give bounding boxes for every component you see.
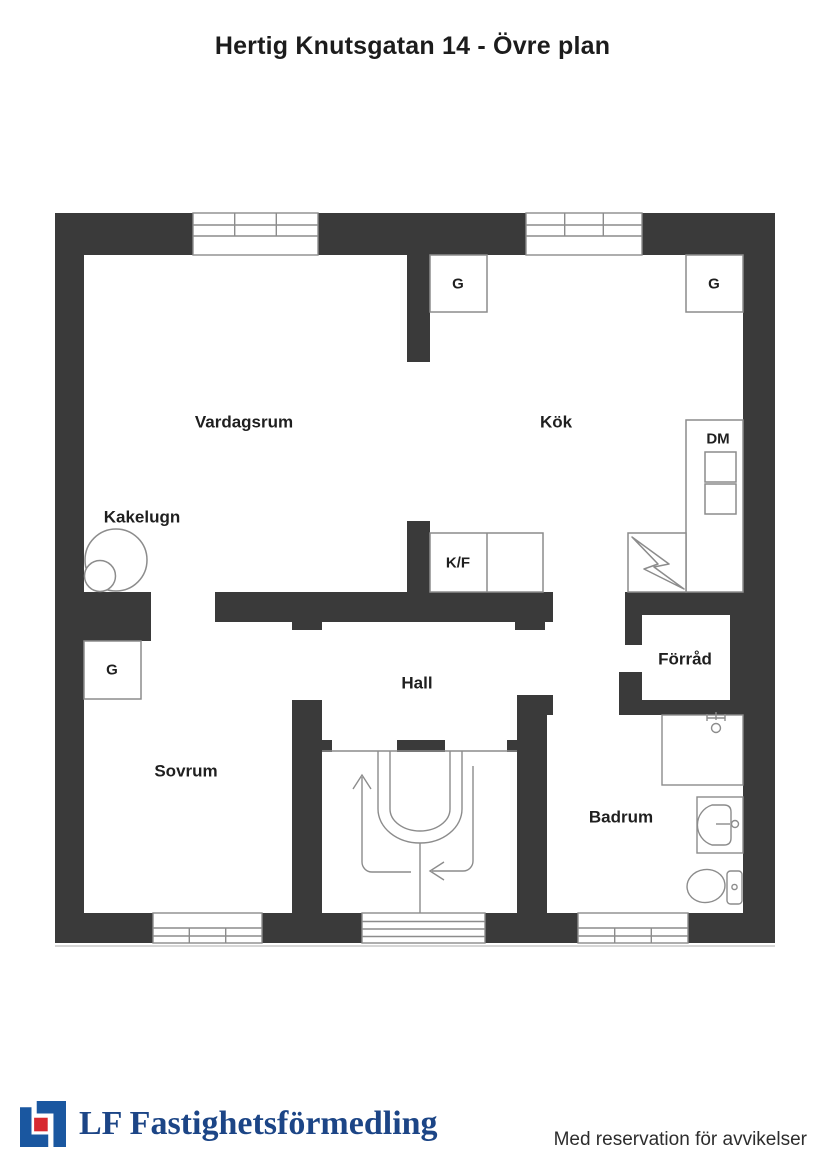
shower-area bbox=[661, 714, 744, 786]
page-title: Hertig Knutsgatan 14 - Övre plan bbox=[214, 32, 611, 60]
wall-stair-post-right bbox=[517, 695, 547, 913]
footer-brand: LF Fastighetsförmedling bbox=[20, 1100, 438, 1148]
stair-arrow-up bbox=[361, 777, 411, 873]
wall-stair-post-right-tab bbox=[507, 740, 517, 752]
stair-bottom-steps bbox=[361, 912, 486, 944]
window-livingroom-top bbox=[192, 212, 319, 256]
fixtures bbox=[83, 254, 744, 700]
wall-hall-north-jamb-right bbox=[515, 622, 545, 630]
label-wardrobe-livingroom: G bbox=[452, 276, 464, 293]
fridge-freezer-unit bbox=[429, 532, 544, 593]
wardrobe-kitchen bbox=[685, 254, 744, 313]
label-dishwasher: DM bbox=[706, 431, 729, 448]
sink-bowl-1 bbox=[704, 451, 737, 483]
wall-bottom-1 bbox=[55, 913, 153, 943]
wardrobe-bedroom bbox=[83, 640, 142, 700]
wall-livingroom-kitchen-lower bbox=[407, 521, 430, 592]
stair-rail-outer bbox=[377, 751, 463, 844]
staircase bbox=[322, 750, 517, 944]
window-bathroom-bottom bbox=[577, 912, 689, 944]
stove-icon bbox=[627, 532, 687, 593]
bathroom-fixtures bbox=[661, 712, 744, 905]
stair-arrow-turn bbox=[432, 766, 474, 872]
lf-logo-icon bbox=[20, 1101, 66, 1147]
wall-storage-west-upper bbox=[625, 615, 642, 645]
room-labels: Vardagsrum Kök Kakelugn Sovrum Hall Förr… bbox=[104, 276, 730, 827]
wall-stair-post-right-notch bbox=[547, 695, 553, 715]
label-sovrum: Sovrum bbox=[154, 762, 217, 781]
wall-bottom-3 bbox=[485, 913, 578, 943]
label-vardagsrum: Vardagsrum bbox=[195, 413, 293, 432]
wall-hall-north-jamb-left bbox=[292, 622, 322, 630]
stair-rail-inner bbox=[389, 751, 451, 832]
wall-left bbox=[55, 213, 84, 943]
wall-stair-post-left bbox=[292, 700, 322, 913]
tiled-stove-icon bbox=[83, 528, 148, 593]
windows bbox=[152, 212, 689, 944]
label-wardrobe-bedroom: G bbox=[106, 662, 118, 679]
label-kakelugn: Kakelugn bbox=[104, 508, 181, 527]
wall-bottom-2 bbox=[262, 913, 362, 943]
kitchen-counter bbox=[685, 419, 744, 593]
disclaimer-text: Med reservation för avvikelser bbox=[553, 1129, 807, 1150]
wall-storage-south bbox=[619, 700, 743, 715]
label-forrad: Förråd bbox=[658, 650, 712, 669]
wall-right-thick bbox=[730, 592, 743, 715]
shower-icon bbox=[706, 712, 726, 734]
label-badrum: Badrum bbox=[589, 808, 653, 827]
toilet-icon bbox=[686, 868, 743, 905]
sink-bowl-2 bbox=[704, 483, 737, 515]
label-wardrobe-kitchen: G bbox=[708, 276, 720, 293]
wall-livingroom-kitchen-upper bbox=[407, 255, 430, 362]
wall-stair-post-left-tab bbox=[322, 740, 332, 752]
floor-plan: Vardagsrum Kök Kakelugn Sovrum Hall Förr… bbox=[55, 212, 775, 947]
walls bbox=[55, 213, 775, 943]
label-fridge-freezer: K/F bbox=[446, 555, 470, 572]
stair-arrow-up-head bbox=[352, 773, 372, 790]
brand-name: LF Fastighetsförmedling bbox=[79, 1105, 438, 1142]
window-bedroom-bottom bbox=[152, 912, 263, 944]
wall-hall-north bbox=[215, 592, 553, 622]
label-hall: Hall bbox=[401, 674, 432, 693]
wall-bedroom-north bbox=[55, 592, 151, 641]
window-kitchen-top bbox=[525, 212, 643, 256]
wall-right bbox=[743, 213, 775, 943]
label-kok: Kök bbox=[540, 413, 573, 432]
wall-kitchen-south bbox=[625, 592, 743, 615]
stair-arrow-turn-head bbox=[428, 861, 445, 881]
wall-top-mid bbox=[318, 213, 526, 255]
wardrobe-livingroom bbox=[429, 254, 488, 313]
wall-bottom-4 bbox=[688, 913, 775, 943]
sink-icon bbox=[696, 796, 744, 854]
wall-storage-west-foot bbox=[619, 672, 642, 700]
stair-handrail-block bbox=[397, 740, 445, 752]
